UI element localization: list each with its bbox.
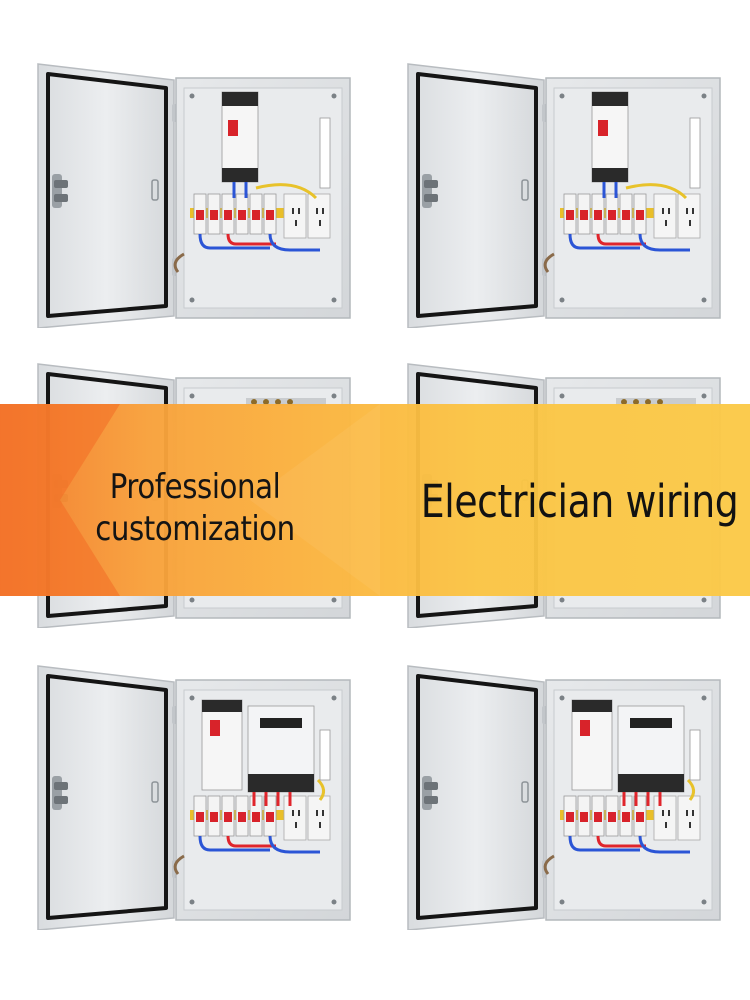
banner-arrow-shape (0, 404, 380, 596)
promo-banner: Professional customization Electrician w… (0, 404, 750, 596)
cabinet-6 (404, 660, 724, 930)
cabinet-1-image (36, 62, 352, 328)
cabinet-1 (34, 58, 354, 328)
cabinet-3-image (36, 362, 352, 628)
cabinet-6-image (406, 664, 722, 930)
cabinet-4 (404, 358, 724, 628)
banner-text-right: Electrician wiring (420, 475, 739, 528)
banner-left-line-2: customization (95, 509, 295, 549)
cabinet-5-image (36, 664, 352, 930)
banner-left-line-1: Professional (109, 467, 281, 507)
banner-background (0, 404, 750, 596)
cabinet-2-image (406, 62, 722, 328)
cabinet-2 (404, 58, 724, 328)
cabinet-5 (34, 660, 354, 930)
cabinet-4-image (406, 362, 722, 628)
cabinet-3 (34, 358, 354, 628)
banner-text-left: Professional customization (79, 466, 311, 550)
